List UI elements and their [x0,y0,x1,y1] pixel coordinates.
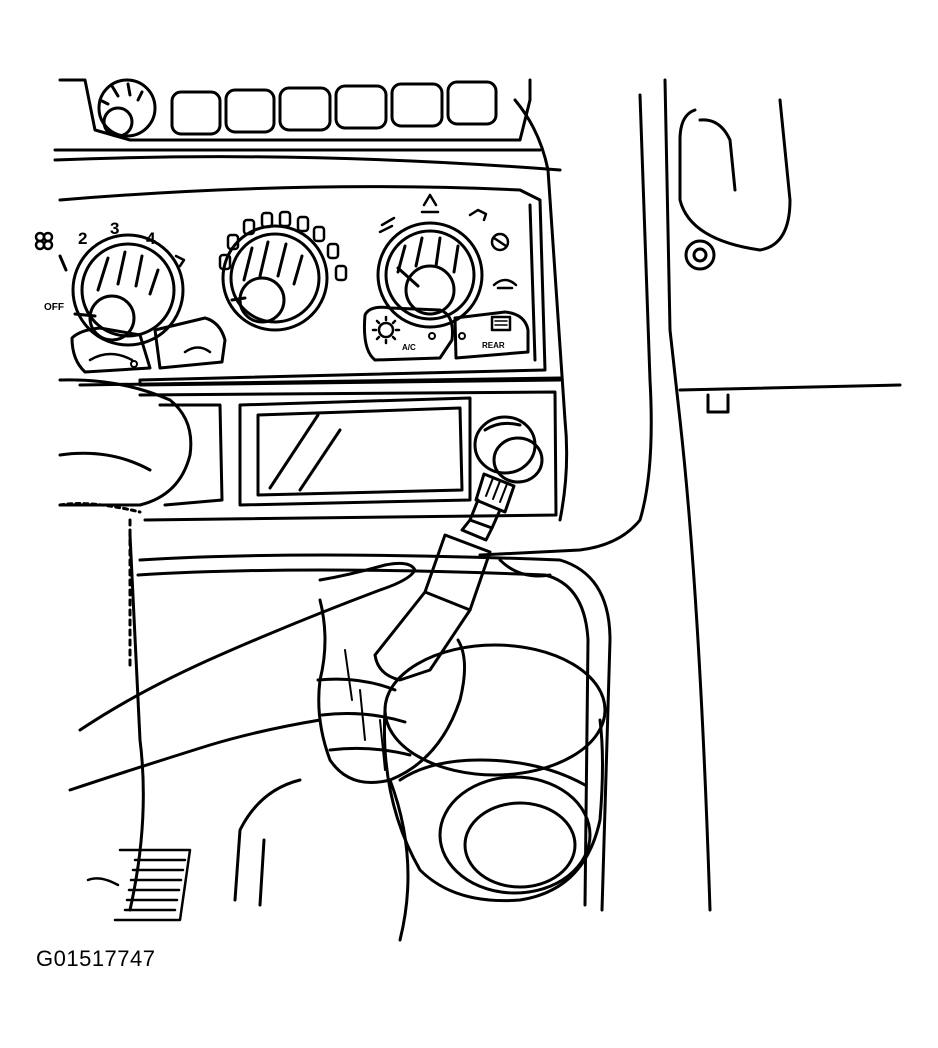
rear-label: REAR [482,341,505,350]
fan-label-4: 4 [146,229,156,248]
lower-hand [68,561,466,942]
windshield-defrost-icon [492,278,518,290]
temperature-knob[interactable] [218,210,348,332]
ac-button[interactable]: A/C [363,305,454,362]
cigarette-lighter[interactable] [473,415,544,484]
fan-speed-knob[interactable]: OFF 2 3 4 [34,219,186,347]
fan-label-2: 2 [78,229,87,248]
right-console [478,78,902,912]
shift-knob[interactable] [382,643,607,903]
mode-floor-icon [468,208,488,222]
rotary-dial [97,78,157,138]
socket-tool [373,472,516,682]
recirculation-icon [490,232,510,252]
top-switch-bank [53,78,562,172]
temperature-scale [218,210,348,282]
sun-icon [371,315,401,345]
fan-label-3: 3 [110,219,119,238]
rear-defrost-button[interactable]: REAR [453,310,530,360]
fan-label-off: OFF [44,302,64,313]
recirc-button[interactable] [70,326,152,374]
mode-defrost-icon [420,193,440,214]
mode-vent-icon [378,216,396,234]
fan-symbol-icon [34,231,54,251]
lower-panel [138,390,558,522]
hvac-faceplate: OFF 2 3 4 [34,185,562,387]
floor-grille [86,848,192,922]
switch-buttons [170,80,498,136]
upper-hand [58,378,193,672]
figure-id: G01517747 [36,946,156,971]
outside-air-button[interactable] [153,316,227,370]
ac-label: A/C [402,343,416,352]
center-console [86,533,612,922]
mode-knob[interactable] [376,193,518,329]
